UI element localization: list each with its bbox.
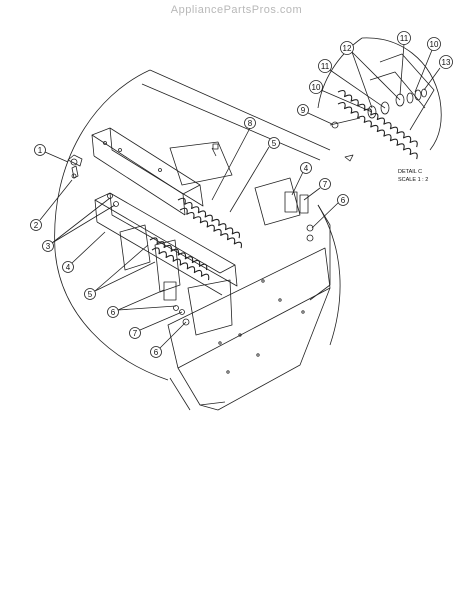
callout-circle: [427, 37, 441, 51]
callouts: 1 2 3 4 5 6 7: [30, 31, 453, 358]
cabinet-housing: [141, 69, 331, 411]
hardware-pieces: [67, 154, 314, 326]
callout-circle: [30, 219, 42, 231]
callout-circle: [297, 104, 309, 116]
callout-number: 7: [323, 180, 328, 189]
callout-number: 5: [88, 290, 93, 299]
detail-c-scale: SCALE 1 : 2: [398, 177, 428, 183]
upper-rail: [91, 127, 204, 216]
callout-circle: [319, 178, 331, 190]
callout-circle: [150, 346, 162, 358]
detail-c-view: DETAIL C SCALE 1 : 2: [317, 37, 442, 183]
callout-number: 7: [133, 329, 138, 338]
callout-number: 6: [341, 196, 346, 205]
callout-number: 12: [343, 44, 352, 53]
callout-number: 11: [400, 34, 409, 43]
callout-number: 5: [272, 139, 277, 148]
callout-number: 3: [46, 242, 51, 251]
callout-circle: [340, 41, 354, 55]
watermark-text: AppliancePartsPros.com: [170, 4, 303, 16]
callout-circle: [397, 31, 411, 45]
upper-spring: [177, 197, 243, 249]
callout-number: 10: [312, 83, 321, 92]
callout-circle: [439, 55, 453, 69]
callout-number: 10: [430, 40, 439, 49]
callout-circle: [84, 288, 96, 300]
callout-circle: [337, 194, 349, 206]
callout-number: 9: [301, 106, 306, 115]
callout-circle: [268, 137, 280, 149]
callout-number: 6: [111, 308, 116, 317]
callout-circle: [318, 59, 332, 73]
callout-number: 1: [38, 146, 43, 155]
callout-circle: [107, 306, 119, 318]
main-view-outline-right: [317, 204, 341, 346]
callout-number: 6: [154, 348, 159, 357]
callout-circle: [300, 162, 312, 174]
callout-circle: [309, 80, 323, 94]
callout-number: 4: [66, 263, 71, 272]
side-brackets: [119, 141, 301, 336]
callout-circle: [129, 327, 141, 339]
lower-rail: [94, 192, 238, 296]
lower-spring: [149, 237, 210, 281]
detail-c-outline: [361, 37, 442, 151]
callout-circle: [62, 261, 74, 273]
callout-number: 8: [248, 119, 253, 128]
callout-circle: [34, 144, 46, 156]
detail-c-title: DETAIL C: [398, 169, 422, 175]
callout-number: 11: [321, 62, 330, 71]
callout-circle: [42, 240, 54, 252]
main-view-outline: [54, 69, 169, 381]
callout-number: 13: [442, 58, 451, 67]
callout-number: 4: [304, 164, 309, 173]
callout-circle: [244, 117, 256, 129]
callout-number: 2: [34, 221, 39, 230]
